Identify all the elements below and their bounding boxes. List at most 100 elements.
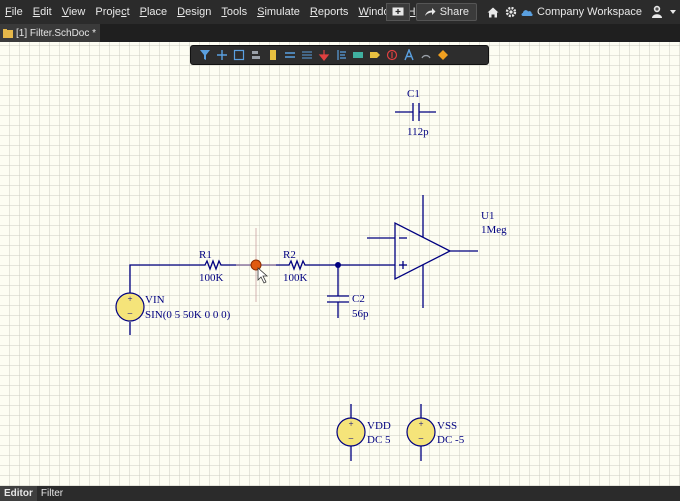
svg-text:+: + bbox=[127, 294, 132, 304]
menu-project[interactable]: Project bbox=[95, 6, 130, 18]
active-bar-toolbar bbox=[190, 45, 489, 65]
vin-value: SIN(0 5 50K 0 0 0) bbox=[145, 309, 231, 321]
source-vdd[interactable]: + − bbox=[336, 417, 366, 447]
menu-reports[interactable]: Reports bbox=[309, 6, 349, 18]
schematic-drawing: + − + − + − C1 112p U1 1Meg R1 100K bbox=[115, 88, 507, 461]
tab-filter-schdoc[interactable]: [1] Filter.SchDoc * bbox=[0, 24, 101, 42]
r1-designator: R1 bbox=[199, 249, 212, 261]
schematic-doc-icon bbox=[3, 28, 13, 38]
menu-view[interactable]: View bbox=[61, 6, 86, 18]
source-vin[interactable]: + − bbox=[115, 292, 145, 322]
menu-tools[interactable]: Tools bbox=[221, 6, 248, 18]
vss-value: DC -5 bbox=[437, 434, 465, 446]
u1-value: 1Meg bbox=[481, 224, 507, 236]
junction-dot bbox=[335, 262, 341, 268]
capacitor-c2[interactable] bbox=[327, 295, 349, 318]
c1-designator: C1 bbox=[407, 88, 420, 100]
place-ground-tool[interactable] bbox=[316, 48, 332, 62]
menu-simulate[interactable]: Simulate bbox=[257, 6, 300, 18]
component-icon bbox=[270, 50, 276, 60]
comment-button[interactable] bbox=[385, 3, 410, 21]
vss-designator: VSS bbox=[437, 420, 457, 432]
text-icon bbox=[404, 49, 414, 61]
harness-icon bbox=[370, 52, 380, 58]
home-button[interactable] bbox=[485, 4, 501, 20]
no-erc-icon bbox=[386, 49, 398, 61]
avatar-icon bbox=[652, 5, 662, 18]
place-no-erc-tool[interactable] bbox=[384, 48, 400, 62]
c2-value: 56p bbox=[352, 308, 369, 320]
place-net-label-tool[interactable] bbox=[350, 48, 366, 62]
tab-editor[interactable]: Editor bbox=[0, 486, 37, 501]
workspace-label: Company Workspace bbox=[537, 6, 642, 18]
share-label: Share bbox=[439, 6, 470, 18]
port-icon bbox=[337, 50, 346, 60]
vin-designator: VIN bbox=[145, 294, 165, 306]
place-text-tool[interactable] bbox=[401, 48, 417, 62]
comment-plus-icon bbox=[392, 7, 404, 16]
source-vss[interactable]: + − bbox=[406, 417, 436, 447]
panel-tab-bar: Editor Filter bbox=[0, 486, 680, 501]
user-menu-dropdown[interactable] bbox=[668, 4, 678, 20]
menu-edit[interactable]: Edit bbox=[32, 6, 52, 18]
align-tool[interactable] bbox=[248, 48, 264, 62]
vdd-value: DC 5 bbox=[367, 434, 391, 446]
r2-designator: R2 bbox=[283, 249, 296, 261]
svg-text:−: − bbox=[348, 434, 354, 445]
menu-place[interactable]: Place bbox=[139, 6, 168, 18]
c1-value: 112p bbox=[407, 126, 429, 138]
select-rectangle-icon bbox=[233, 49, 245, 61]
menu-right-controls: Share Company Workspace bbox=[385, 0, 680, 24]
resistor-r1[interactable] bbox=[196, 259, 232, 271]
move-tool[interactable] bbox=[214, 48, 230, 62]
place-arc-tool[interactable] bbox=[418, 48, 434, 62]
arc-icon bbox=[421, 54, 431, 59]
place-wire-tool[interactable] bbox=[282, 48, 298, 62]
resistor-r2[interactable] bbox=[281, 259, 316, 271]
workspace-button[interactable]: Company Workspace bbox=[521, 4, 642, 20]
filter-tool[interactable] bbox=[197, 48, 213, 62]
menu-file[interactable]: File bbox=[5, 6, 23, 18]
select-tool[interactable] bbox=[231, 48, 247, 62]
r2-value: 100K bbox=[283, 272, 308, 284]
schematic-canvas[interactable]: + − + − + − C1 112p U1 1Meg R1 100K bbox=[0, 42, 680, 486]
workspace-cloud-icon bbox=[521, 10, 533, 16]
svg-text:+: + bbox=[418, 419, 423, 429]
r1-value: 100K bbox=[199, 272, 224, 284]
tab-filter[interactable]: Filter bbox=[40, 488, 64, 499]
vdd-designator: VDD bbox=[367, 420, 391, 432]
settings-button[interactable] bbox=[503, 4, 519, 20]
parameter-icon bbox=[438, 50, 448, 60]
wire-icon bbox=[285, 52, 295, 58]
svg-text:−: − bbox=[418, 434, 424, 445]
place-port-tool[interactable] bbox=[333, 48, 349, 62]
capacitor-c1[interactable] bbox=[395, 103, 436, 121]
share-arrow-icon bbox=[424, 8, 436, 16]
svg-text:+: + bbox=[348, 419, 353, 429]
ground-icon bbox=[318, 50, 330, 61]
opamp-u1[interactable] bbox=[367, 195, 478, 308]
user-avatar[interactable] bbox=[650, 4, 664, 20]
tab-label: [1] Filter.SchDoc * bbox=[16, 27, 97, 39]
menu-bar: File Edit View Project Place Design Tool… bbox=[0, 0, 680, 24]
home-icon bbox=[487, 7, 499, 17]
document-tab-bar: [1] Filter.SchDoc * bbox=[0, 24, 680, 42]
share-button[interactable]: Share bbox=[415, 3, 478, 21]
chevron-down-icon bbox=[670, 10, 676, 14]
gear-icon bbox=[505, 6, 517, 18]
place-parameter-tool[interactable] bbox=[435, 48, 451, 62]
wire-vin-r1[interactable] bbox=[129, 264, 196, 293]
bus-icon bbox=[302, 51, 312, 59]
net-label-icon bbox=[353, 52, 363, 58]
filter-icon bbox=[200, 50, 210, 60]
place-component-tool[interactable] bbox=[265, 48, 281, 62]
add-icon bbox=[217, 50, 227, 60]
place-harness-tool[interactable] bbox=[367, 48, 383, 62]
place-bus-tool[interactable] bbox=[299, 48, 315, 62]
u1-designator: U1 bbox=[481, 210, 494, 222]
align-icon bbox=[252, 51, 260, 59]
menu-design[interactable]: Design bbox=[177, 6, 212, 18]
cursor-crosshair bbox=[236, 228, 276, 302]
svg-text:−: − bbox=[127, 309, 133, 320]
c2-designator: C2 bbox=[352, 293, 365, 305]
